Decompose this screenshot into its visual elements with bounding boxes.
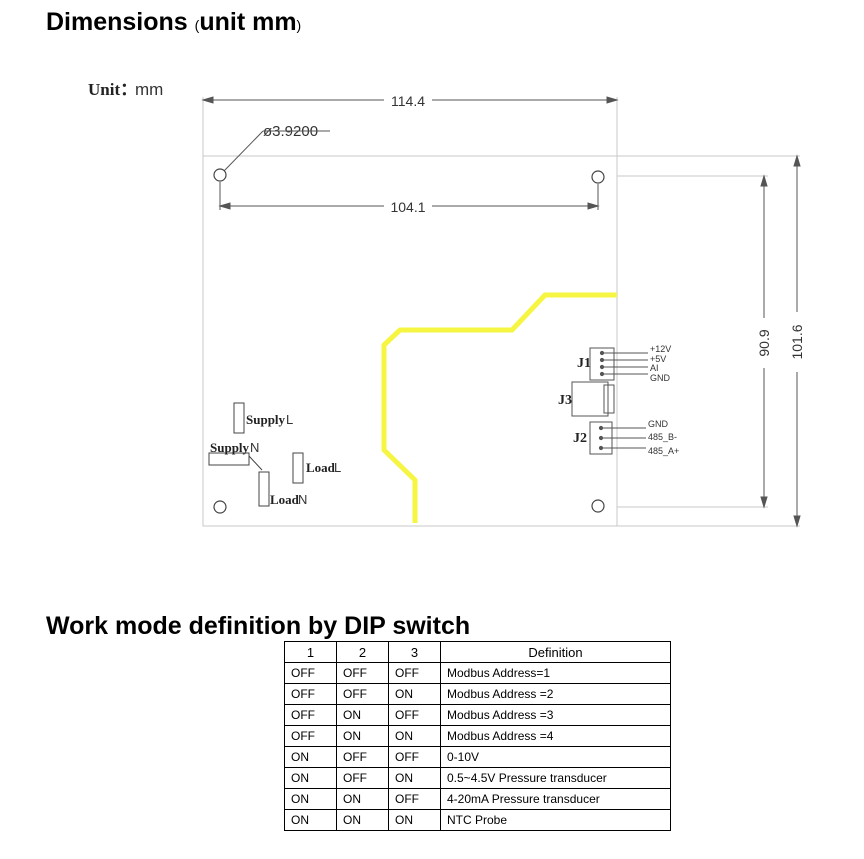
table-cell: 0-10V <box>440 746 671 768</box>
dip-switch-table: 1 2 3 Definition OFF OFF OFF Modbus Addr… <box>284 641 671 831</box>
table-row: OFF OFF ON Modbus Address =2 <box>284 683 671 705</box>
table-cell: ON <box>336 725 389 747</box>
j3-label: J3 <box>558 393 572 408</box>
mounting-holes <box>213 168 605 514</box>
table-cell: OFF <box>284 662 337 684</box>
table-cell: OFF <box>336 767 389 789</box>
table-cell: Modbus Address =4 <box>440 725 671 747</box>
table-cell: ON <box>336 704 389 726</box>
table-cell: OFF <box>336 662 389 684</box>
table-cell: OFF <box>284 725 337 747</box>
j3-connector <box>571 381 609 417</box>
table-cell: OFF <box>284 683 337 705</box>
table-cell: ON <box>388 767 441 789</box>
j1-pin-4: GND <box>650 373 671 383</box>
table-cell: OFF <box>388 788 441 810</box>
supply-l-suffix: L <box>286 412 293 427</box>
table-row: OFF OFF OFF Modbus Address=1 <box>284 662 671 684</box>
j1-connector <box>589 347 615 381</box>
supply-n-label: Supply <box>210 440 250 455</box>
table-cell: 4-20mA Pressure transducer <box>440 788 671 810</box>
dim-width-label: 114.4 <box>391 93 425 109</box>
table-cell: ON <box>336 809 389 831</box>
dip-heading: Work mode definition by DIP switch <box>46 612 471 640</box>
table-cell: ON <box>284 809 337 831</box>
paren-close: ) <box>296 17 302 33</box>
load-l-suffix: L <box>334 460 341 475</box>
board-outline <box>202 97 800 527</box>
table-header-row: 1 2 3 Definition <box>284 641 671 663</box>
load-n-label: Load <box>270 492 300 507</box>
dim-height-label: 101.6 <box>789 324 805 359</box>
j1-pin-3: AI <box>650 363 659 373</box>
header-switch-2: 2 <box>336 641 389 663</box>
dimensions-heading: Dimensions (unit mm) <box>46 8 301 37</box>
j2-pin-3: 485_A+ <box>648 446 679 456</box>
vertical-dimension-lines <box>760 154 801 528</box>
table-cell: ON <box>284 767 337 789</box>
table-cell: Modbus Address=1 <box>440 662 671 684</box>
terminal-blocks <box>208 402 304 507</box>
table-cell: OFF <box>284 704 337 726</box>
j1-label: J1 <box>577 356 591 371</box>
j2-label: J2 <box>573 431 587 446</box>
table-row: OFF ON ON Modbus Address =4 <box>284 725 671 747</box>
dimensions-unit: unit mm <box>199 8 297 36</box>
table-cell: ON <box>284 746 337 768</box>
table-cell: OFF <box>388 662 441 684</box>
table-cell: Modbus Address =2 <box>440 683 671 705</box>
table-row: ON OFF OFF 0-10V <box>284 746 671 768</box>
table-row: ON OFF ON 0.5~4.5V Pressure transducer <box>284 767 671 789</box>
table-cell: ON <box>388 725 441 747</box>
table-cell: OFF <box>336 746 389 768</box>
dim-hole-spacing-h-label: 104.1 <box>390 199 425 215</box>
j3-connector-tab <box>603 384 615 414</box>
table-row: ON ON OFF 4-20mA Pressure transducer <box>284 788 671 810</box>
table-cell: ON <box>388 809 441 831</box>
header-definition: Definition <box>440 641 671 663</box>
table-cell: 0.5~4.5V Pressure transducer <box>440 767 671 789</box>
header-switch-1: 1 <box>284 641 337 663</box>
table-cell: Modbus Address =3 <box>440 704 671 726</box>
paren-open: ( <box>194 17 200 33</box>
load-l-label: Load <box>306 460 336 475</box>
table-cell: ON <box>284 788 337 810</box>
supply-l-label: Supply <box>246 412 286 427</box>
table-row: OFF ON OFF Modbus Address =3 <box>284 704 671 726</box>
header-switch-3: 3 <box>388 641 441 663</box>
table-cell: NTC Probe <box>440 809 671 831</box>
j1-pin-lines <box>599 350 648 377</box>
j2-pin-lines <box>598 425 646 451</box>
table-cell: OFF <box>388 704 441 726</box>
unit-label: Unit： <box>88 80 137 99</box>
hole-diameter-leader <box>223 130 330 172</box>
width-dimension-line <box>201 96 619 104</box>
dim-hole-spacing-v-label: 90.9 <box>756 329 772 356</box>
table-cell: ON <box>388 683 441 705</box>
unit-value: mm <box>135 80 163 99</box>
j1-pin-2: +5V <box>650 354 666 364</box>
supply-n-suffix: N <box>250 440 259 455</box>
table-cell: ON <box>336 788 389 810</box>
hole-spacing-line <box>218 182 600 210</box>
dimensions-title: Dimensions <box>46 8 188 36</box>
table-cell: OFF <box>388 746 441 768</box>
dimension-drawing: Unit： mm 114.4 ø3.9200 104. <box>88 80 805 528</box>
table-cell: OFF <box>336 683 389 705</box>
j2-pin-2: 485_B- <box>648 432 677 442</box>
table-row: ON ON ON NTC Probe <box>284 809 671 831</box>
j2-pin-1: GND <box>648 419 669 429</box>
yellow-trace <box>381 292 617 523</box>
load-n-suffix: N <box>298 492 307 507</box>
j1-pin-1: +12V <box>650 344 671 354</box>
